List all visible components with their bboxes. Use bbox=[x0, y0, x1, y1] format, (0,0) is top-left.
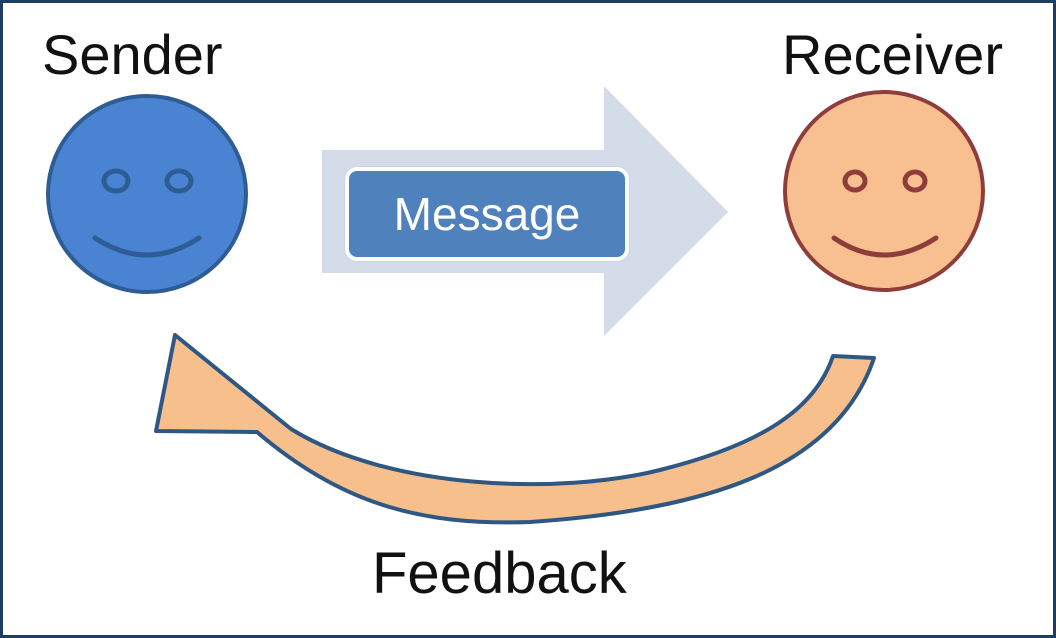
sender-left-eye bbox=[101, 168, 131, 194]
sender-right-eye bbox=[164, 168, 194, 194]
message-label: Message bbox=[393, 188, 581, 240]
receiver-smile bbox=[831, 235, 939, 258]
sender-label: Sender bbox=[42, 23, 223, 86]
receiver-right-eye bbox=[902, 169, 928, 193]
sender-face-icon bbox=[46, 94, 248, 294]
feedback-label: Feedback bbox=[372, 541, 627, 606]
receiver-label: Receiver bbox=[782, 23, 1003, 86]
feedback-arrow-icon bbox=[154, 333, 876, 525]
receiver-face-icon bbox=[783, 90, 985, 292]
receiver-left-eye bbox=[842, 169, 868, 193]
message-box: Message bbox=[345, 167, 629, 261]
sender-smile bbox=[92, 235, 202, 258]
